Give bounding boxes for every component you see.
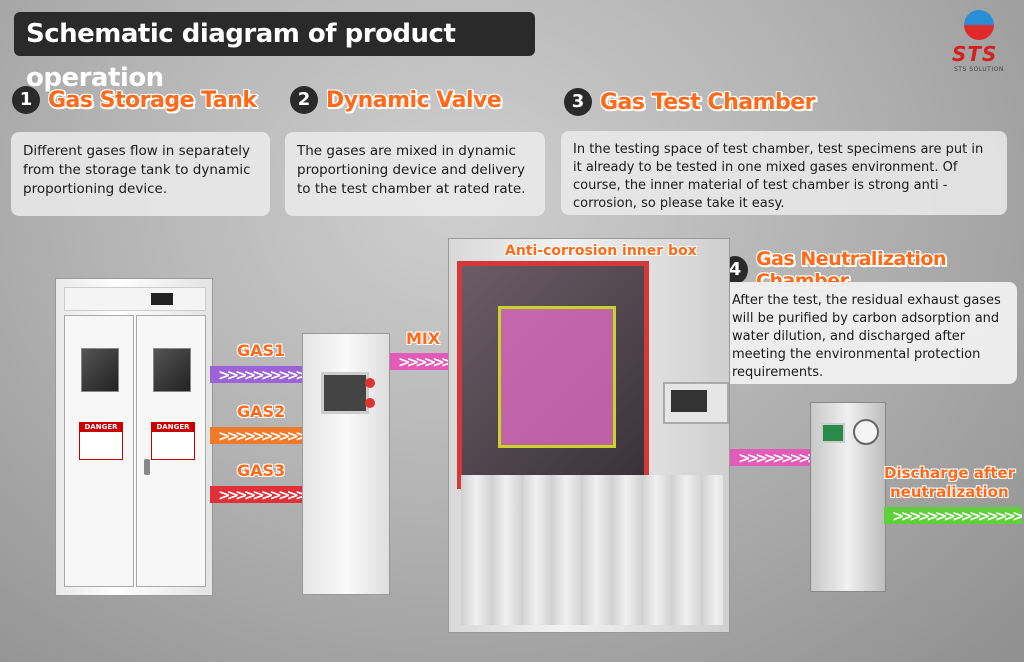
- step-number: 3: [564, 88, 592, 116]
- chamber-window: [457, 261, 649, 489]
- step-title: Dynamic Valve: [326, 87, 502, 113]
- gas1-label: GAS1: [237, 341, 286, 360]
- step-3-header: 3 Gas Test Chamber: [564, 88, 816, 116]
- gas-neutralization-chamber: [810, 402, 886, 592]
- gas2-label: GAS2: [237, 402, 286, 421]
- step-2-description: The gases are mixed in dynamic proportio…: [285, 132, 545, 216]
- pressure-gauge-icon: [853, 419, 879, 445]
- step-number: 1: [12, 86, 40, 114]
- step-3-description: In the testing space of test chamber, te…: [561, 131, 1007, 215]
- step-title: Gas Storage Tank: [48, 87, 257, 113]
- chamber-base: [461, 475, 723, 625]
- logo-subtitle: STS SOLUTION: [954, 66, 1004, 73]
- page-title: Schematic diagram of product operation: [14, 12, 535, 93]
- gas2-arrow: >>>>>>>>>>>: [210, 427, 302, 444]
- door-handle: [144, 459, 150, 475]
- gas3-label: GAS3: [237, 461, 286, 480]
- step-1-header: 1 Gas Storage Tank: [12, 86, 257, 114]
- discharge-label-line2: neutralization: [890, 483, 1009, 501]
- logo-brand: STS: [952, 42, 998, 66]
- step-1-description: Different gases flow in separately from …: [11, 132, 270, 216]
- valve-button: [365, 378, 375, 388]
- cabinet-left-door: DANGER: [64, 315, 134, 587]
- danger-sign: DANGER: [151, 422, 195, 460]
- step-number: 2: [290, 86, 318, 114]
- exhaust-arrow: >>>>>>>>>: [730, 449, 810, 466]
- logo-globe-icon: [964, 10, 994, 40]
- controller-screen: [671, 390, 707, 412]
- inner-box-label: Anti-corrosion inner box: [505, 243, 697, 259]
- cabinet-top-panel: [64, 287, 206, 311]
- dynamic-valve-tower: [302, 333, 390, 595]
- gas3-arrow: >>>>>>>>>>>: [210, 486, 302, 503]
- gas1-arrow: >>>>>>>>>>>: [210, 366, 302, 383]
- chamber-controller: [663, 382, 729, 424]
- danger-sign: DANGER: [79, 422, 123, 460]
- door-window: [153, 348, 191, 392]
- discharge-arrow: >>>>>>>>>>>>>>>>: [884, 507, 1022, 524]
- mix-label: MIX: [406, 329, 441, 348]
- neutralizer-display: [821, 423, 845, 443]
- door-window: [81, 348, 119, 392]
- mix-arrow: >>>>>>>: [390, 353, 450, 370]
- gas-storage-cabinet: DANGER DANGER: [55, 278, 213, 596]
- cabinet-display: [151, 293, 173, 305]
- step-2-header: 2 Dynamic Valve: [290, 86, 502, 114]
- cabinet-right-door: DANGER: [136, 315, 206, 587]
- anti-corrosion-inner-box: [498, 306, 616, 448]
- step-title: Gas Test Chamber: [600, 89, 816, 115]
- valve-control-screen: [321, 372, 369, 414]
- discharge-label-line1: Discharge after: [884, 464, 1016, 482]
- valve-button: [365, 398, 375, 408]
- company-logo: STS STS SOLUTION: [950, 8, 1010, 76]
- gas-test-chamber: [448, 238, 730, 633]
- step-4-description: After the test, the residual exhaust gas…: [720, 282, 1017, 384]
